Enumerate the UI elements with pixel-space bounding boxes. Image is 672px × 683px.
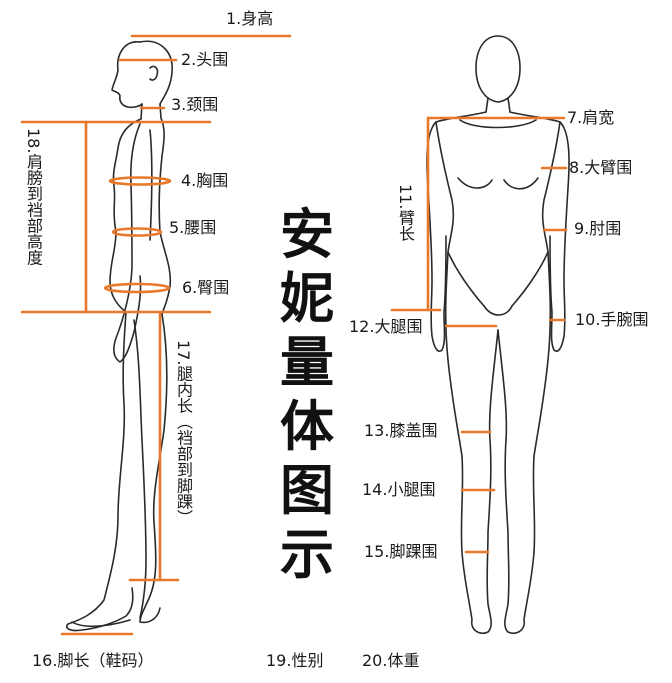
- line-waist: [111, 227, 163, 237]
- label-foot-length: 16.脚长（鞋码）: [32, 651, 154, 670]
- line-hip: [103, 282, 171, 294]
- side-measure-lines: [20, 34, 292, 636]
- label-shoulder-width: 7.肩宽: [567, 108, 615, 127]
- label-chest: 4.胸围: [181, 171, 229, 190]
- label-shoulder-to-crotch: 18.肩膀到裆部高度: [24, 128, 43, 266]
- title-char-4: 体: [280, 394, 334, 458]
- label-hip: 6.臀围: [182, 278, 230, 297]
- label-gender: 19.性别: [266, 651, 324, 670]
- label-waist: 5.腰围: [169, 218, 217, 237]
- label-head: 2.头围: [181, 50, 229, 69]
- line-chest: [108, 176, 172, 186]
- label-calf: 14.小腿围: [362, 480, 436, 499]
- title-char-6: 示: [280, 522, 334, 586]
- label-weight: 20.体重: [362, 651, 420, 670]
- label-arm-length: 11.臂长: [396, 184, 415, 242]
- front-view-figure: [426, 35, 570, 635]
- title-char-5: 图: [280, 458, 334, 522]
- label-elbow: 9.肘围: [574, 219, 622, 238]
- label-thigh: 12.大腿围: [349, 317, 423, 336]
- label-height: 1.身高: [226, 9, 274, 28]
- title-char-3: 量: [280, 330, 334, 394]
- label-knee: 13.膝盖围: [364, 421, 438, 440]
- label-upper-arm: 8.大臂围: [569, 158, 633, 177]
- title-char-2: 妮: [280, 266, 334, 330]
- label-wrist: 10.手腕围: [575, 310, 649, 329]
- side-view-figure: [66, 40, 173, 632]
- label-inseam: 17.腿内长（裆部到脚踝）: [174, 340, 193, 526]
- label-ankle: 15.脚踝围: [364, 542, 438, 561]
- label-neck: 3.颈围: [171, 95, 219, 114]
- front-measure-lines: [390, 116, 568, 554]
- title-char-1: 安: [280, 202, 334, 266]
